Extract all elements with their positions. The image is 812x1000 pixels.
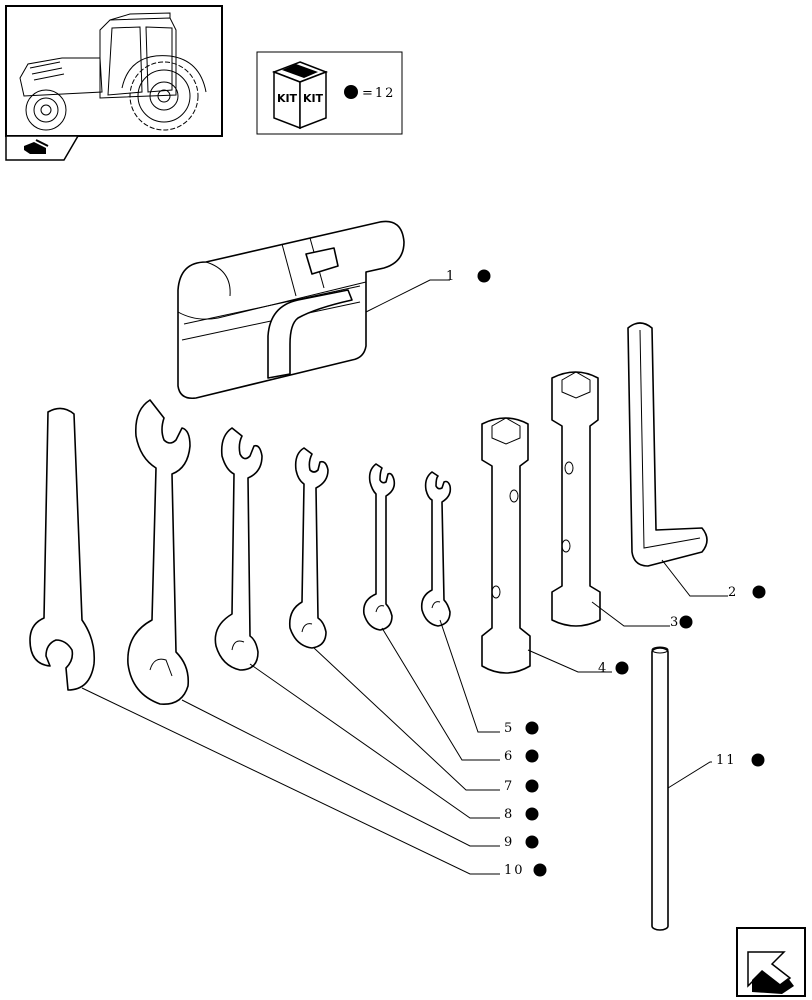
callout-1: 1 <box>446 269 491 284</box>
kit-dot-icon <box>751 753 765 767</box>
kit-dot-icon <box>344 85 358 99</box>
callout-label: 9 <box>504 835 514 850</box>
callout-label: 3 <box>670 615 680 630</box>
wrench-item-10 <box>29 407 96 691</box>
callout-label: 4 <box>598 661 608 676</box>
callout-4: 4 <box>598 661 629 676</box>
callout-2: 2 <box>728 585 766 600</box>
kit-dot-icon <box>752 585 766 599</box>
callout-label: 6 <box>504 749 514 764</box>
kit-box-icon: KIT KIT <box>271 61 329 130</box>
kit-label-left: KIT <box>277 92 298 105</box>
wrench-item-9 <box>127 399 191 705</box>
kit-dot-icon <box>525 807 539 821</box>
wrench-item-5 <box>420 471 452 627</box>
hex-key <box>627 322 708 567</box>
callout-9: 9 <box>504 835 539 850</box>
callout-label: 8 <box>504 807 514 822</box>
callout-11: 11 <box>716 753 765 768</box>
leader-lines <box>81 279 728 875</box>
tractor-thumbnail[interactable] <box>5 5 223 137</box>
kit-dot-icon <box>615 661 629 675</box>
callout-label: 2 <box>728 585 738 600</box>
kit-dot-icon <box>533 863 547 877</box>
kit-dot-icon <box>525 779 539 793</box>
next-page-arrow-icon[interactable] <box>736 927 806 997</box>
callout-5: 5 <box>504 721 539 736</box>
section-tab-icon[interactable] <box>5 135 80 161</box>
callout-7: 7 <box>504 779 539 794</box>
box-spanner-short <box>481 417 531 674</box>
box-spanner-long <box>551 371 601 627</box>
kit-dot-icon <box>525 835 539 849</box>
callout-8: 8 <box>504 807 539 822</box>
callout-3: 3 <box>670 615 693 630</box>
callout-6: 6 <box>504 749 539 764</box>
tool-bag <box>177 220 405 400</box>
callout-label: 7 <box>504 779 514 794</box>
callout-label: 5 <box>504 721 514 736</box>
wrench-item-6 <box>362 463 396 631</box>
kit-dot-icon <box>477 269 491 283</box>
kit-dot-icon <box>525 749 539 763</box>
wrench-item-7 <box>288 447 329 649</box>
callout-label: 11 <box>716 753 737 768</box>
callout-label: 1 <box>446 269 456 284</box>
wrench-item-8 <box>214 427 263 671</box>
kit-count-label: =12 <box>362 86 395 101</box>
callout-10: 10 <box>504 863 547 878</box>
kit-label-right: KIT <box>303 92 324 105</box>
kit-box: KIT KIT =12 <box>256 51 403 135</box>
kit-dot-icon <box>525 721 539 735</box>
tommy-bar <box>651 646 669 931</box>
kit-dot-icon <box>679 615 693 629</box>
callout-label: 10 <box>504 863 525 878</box>
